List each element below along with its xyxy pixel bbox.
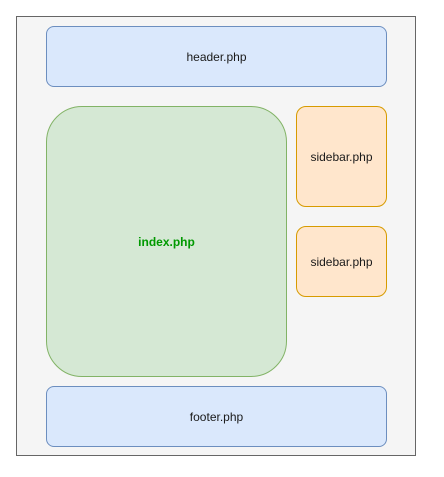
sidebar-block-2: sidebar.php <box>296 226 387 297</box>
sidebar-block-1: sidebar.php <box>296 106 387 207</box>
sidebar-label-2: sidebar.php <box>310 254 373 269</box>
sidebar-label-1: sidebar.php <box>310 149 373 164</box>
footer-block: footer.php <box>46 386 387 447</box>
footer-label: footer.php <box>189 409 244 424</box>
header-label: header.php <box>186 49 247 64</box>
index-block: index.php <box>46 106 287 377</box>
header-block: header.php <box>46 26 387 87</box>
index-label: index.php <box>138 234 195 249</box>
